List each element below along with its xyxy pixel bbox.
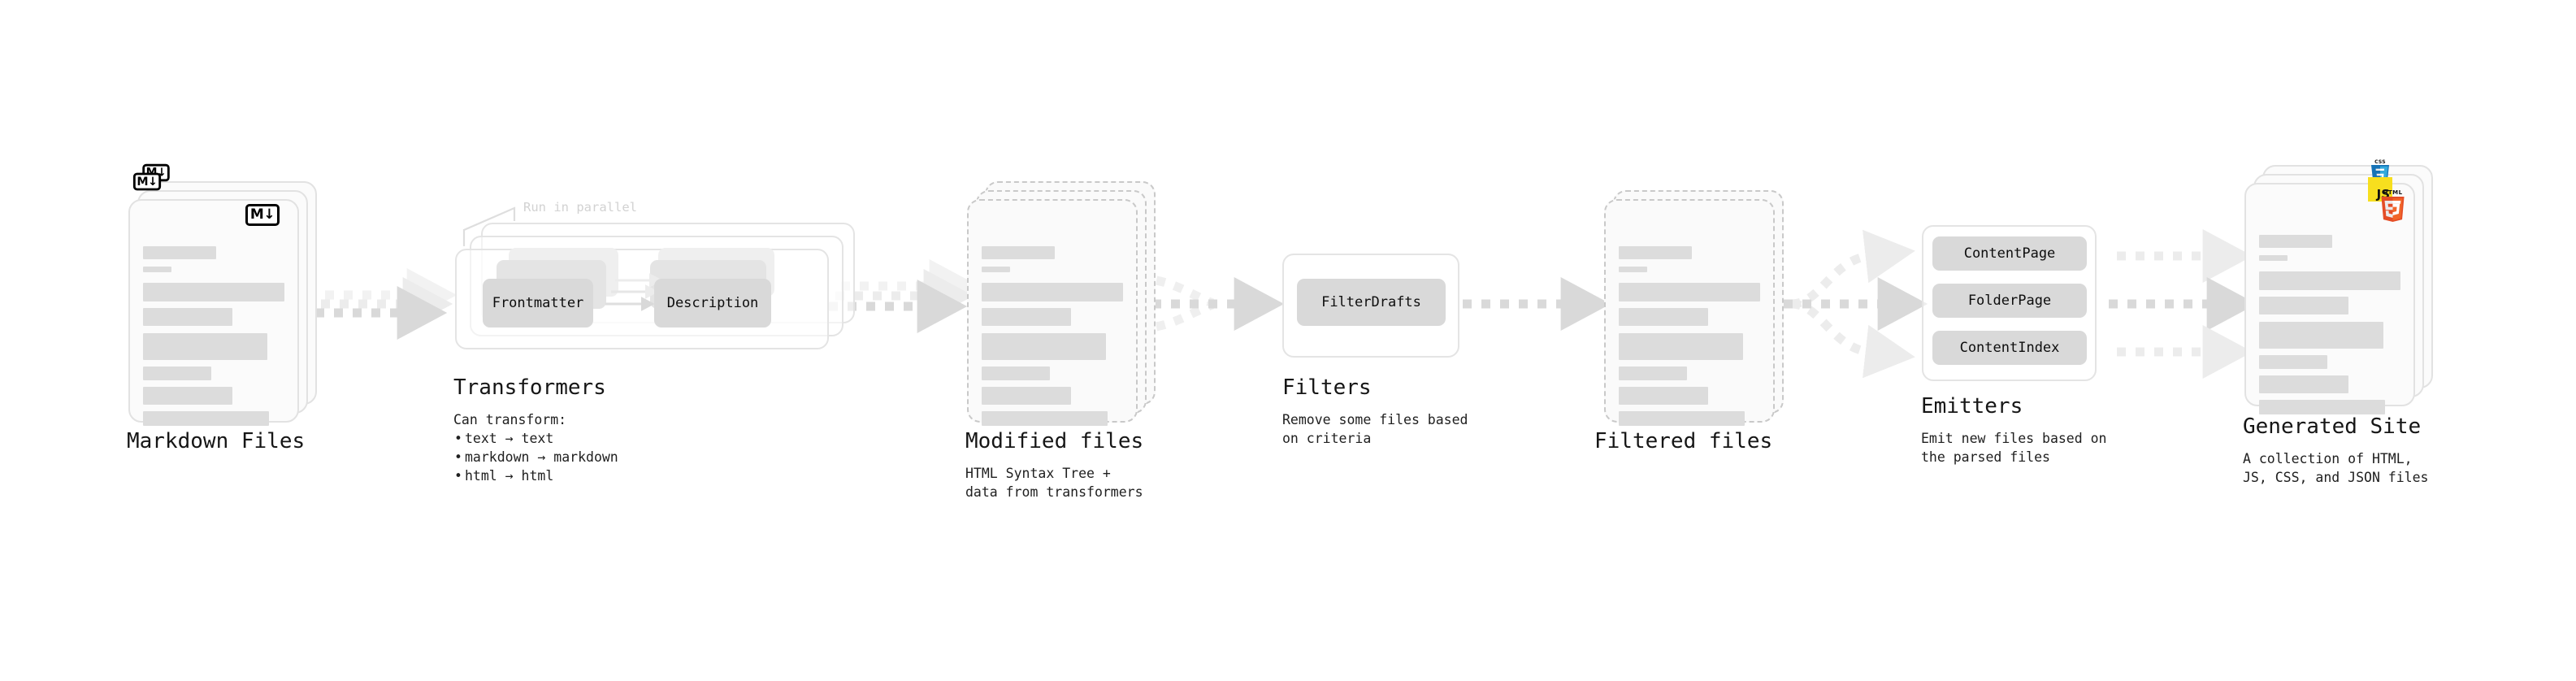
skeleton-line [982, 411, 1108, 426]
skeleton-line [143, 411, 269, 426]
document-skeleton-lines [2259, 210, 2400, 414]
skeleton-line [982, 333, 1107, 360]
skeleton-line [982, 308, 1071, 326]
stage-subtitle: A collection of HTML, JS, CSS, and JSON … [2243, 451, 2429, 485]
skeleton-line [982, 267, 1010, 272]
filters-caption: Filters Remove some files based on crite… [1282, 375, 1468, 448]
stage-title: Transformers [453, 375, 606, 400]
skeleton-line [2259, 271, 2400, 290]
stage-title: Filtered files [1594, 429, 1773, 453]
filter-pill-filterdrafts[interactable]: FilterDrafts [1297, 279, 1446, 326]
skeleton-line [2259, 255, 2288, 261]
stage-subtitle: HTML Syntax Tree + data from transformer… [965, 466, 1143, 500]
skeleton-line [982, 283, 1123, 301]
skeleton-line [2259, 297, 2348, 314]
markdown-badge-label: M↓ [137, 174, 158, 189]
skeleton-line [143, 333, 268, 360]
modified-file-card-front [967, 199, 1138, 426]
html5-badge-label: HTML [2383, 189, 2403, 196]
emitters-caption: Emitters Emit new files based on the par… [1921, 394, 2106, 466]
stage-title: Filters [1282, 375, 1372, 400]
transformers-bullet-list: text → text markdown → markdown html → h… [453, 429, 618, 485]
stage-title: Generated Site [2243, 414, 2422, 439]
css3-badge-label: CSS [2374, 159, 2386, 165]
skeleton-line [143, 283, 284, 301]
list-item: html → html [453, 466, 618, 485]
transformers-caption: Transformers Can transform: text → text … [453, 375, 618, 485]
skeleton-line [2259, 375, 2348, 393]
run-in-parallel-label: Run in parallel [523, 200, 637, 215]
list-item: markdown → markdown [453, 448, 618, 466]
skeleton-line [1619, 308, 1708, 326]
skeleton-line [982, 387, 1071, 405]
markdown-badge: M↓ [245, 204, 280, 226]
transformers-subtitle-head: Can transform: [453, 412, 567, 427]
skeleton-line [2259, 400, 2385, 414]
stage-title: Modified files [965, 429, 1144, 453]
markdown-file-card-front [128, 199, 299, 426]
filtered-file-card-front [1604, 199, 1775, 426]
skeleton-line [982, 246, 1056, 259]
markdown-files-caption: Markdown Files [127, 429, 305, 453]
conn-filtered-to-emitters [1784, 229, 1928, 379]
list-item: text → text [453, 429, 618, 448]
stage-title: Markdown Files [127, 429, 306, 453]
modified-files-caption: Modified files HTML Syntax Tree + data f… [965, 429, 1143, 501]
skeleton-line [1619, 283, 1760, 301]
markdown-badge-mid: M↓ [132, 172, 162, 191]
skeleton-line [982, 367, 1050, 380]
emitter-pill-folderpage[interactable]: FolderPage [1932, 284, 2087, 318]
document-skeleton-lines [143, 227, 284, 426]
stage-subtitle: Emit new files based on the parsed files [1921, 431, 2107, 465]
skeleton-line [143, 246, 217, 259]
generated-site-caption: Generated Site A collection of HTML, JS,… [2243, 414, 2428, 487]
skeleton-line [143, 367, 211, 380]
html5-shield-icon [2381, 197, 2405, 222]
skeleton-line [2259, 322, 2384, 349]
skeleton-line [1619, 246, 1693, 259]
skeleton-line [1619, 267, 1647, 272]
conn-md-to-transformers [315, 268, 458, 340]
emitter-pill-contentpage[interactable]: ContentPage [1932, 236, 2087, 271]
skeleton-line [143, 267, 171, 272]
conn-emitters-to-site [2109, 229, 2257, 379]
skeleton-line [143, 387, 232, 405]
stage-subtitle: Remove some files based on criteria [1282, 412, 1468, 446]
transformer-pill-description[interactable]: Description [654, 279, 771, 327]
skeleton-line [143, 308, 232, 326]
skeleton-line [1619, 333, 1744, 360]
transformer-pill-frontmatter[interactable]: Frontmatter [483, 279, 593, 327]
emitter-pill-contentindex[interactable]: ContentIndex [1932, 331, 2087, 365]
filtered-files-caption: Filtered files [1594, 429, 1772, 453]
markdown-badge-label: M↓ [249, 206, 275, 223]
skeleton-line [2259, 355, 2327, 369]
skeleton-line [2259, 235, 2333, 248]
skeleton-line [1619, 387, 1708, 405]
skeleton-line [1619, 411, 1745, 426]
skeleton-line [1619, 367, 1687, 380]
stage-title: Emitters [1921, 394, 2023, 419]
html5-badge: HTML [2379, 189, 2406, 222]
document-skeleton-lines [982, 227, 1123, 426]
document-skeleton-lines [1619, 227, 1760, 426]
